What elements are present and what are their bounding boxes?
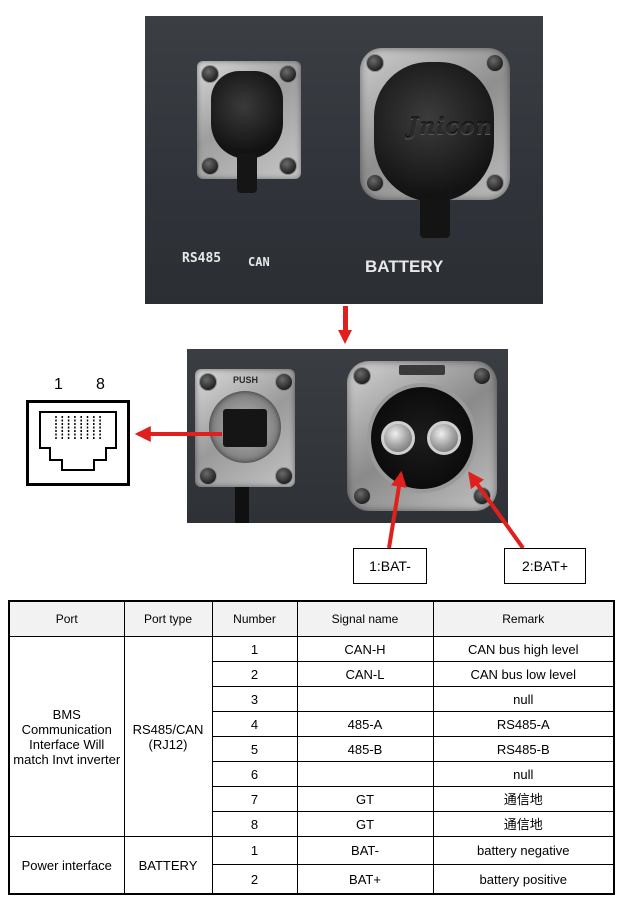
screw-icon xyxy=(366,174,384,192)
screw-icon xyxy=(279,65,297,83)
screw-icon xyxy=(201,157,219,175)
battery-cap-tab xyxy=(420,198,450,238)
callout-bat-plus: 2:BAT+ xyxy=(504,548,586,584)
screw-icon xyxy=(201,65,219,83)
screw-icon xyxy=(279,157,297,175)
cell-signal: BAT+ xyxy=(296,864,434,895)
cell-signal xyxy=(296,686,434,712)
cell-remark: 通信地 xyxy=(432,811,615,837)
cell-port: Power interface xyxy=(8,836,125,895)
ports-closeup-photo: PUSH xyxy=(187,349,508,523)
cell-port-type: BATTERY xyxy=(123,836,213,895)
screw-icon xyxy=(275,467,293,485)
table-row: 2 BAT+ battery positive xyxy=(9,864,615,895)
header-signal-name: Signal name xyxy=(296,600,434,637)
brand-plate xyxy=(399,365,445,375)
cell-signal: GT xyxy=(296,811,434,837)
header-port: Port xyxy=(8,600,125,637)
cell-signal: CAN-L xyxy=(296,661,434,687)
cell-signal: CAN-H xyxy=(296,636,434,662)
cell-remark: CAN bus low level xyxy=(432,661,615,687)
battery-port-open xyxy=(347,361,497,511)
pin-label-first: 1 xyxy=(54,376,63,393)
rj-port-dust-cap xyxy=(211,71,283,159)
cell-port-type: RS485/CAN (RJ12) xyxy=(123,636,213,837)
cell-remark: RS485-A xyxy=(432,711,615,737)
cap-brand-logo: Jnicon xyxy=(408,114,493,140)
cell-remark: CAN bus high level xyxy=(432,636,615,662)
down-arrow-icon xyxy=(338,306,352,344)
cell-number: 7 xyxy=(211,786,298,812)
screw-icon xyxy=(473,367,491,385)
rj-jack-outline-icon xyxy=(26,400,130,486)
cell-signal: GT xyxy=(296,786,434,812)
cell-remark: battery positive xyxy=(432,864,615,895)
cell-remark: battery negative xyxy=(432,835,615,866)
table-row: 5 485-B RS485-B xyxy=(9,736,615,762)
cell-number: 5 xyxy=(211,736,298,762)
rj-jack xyxy=(223,409,267,447)
cell-number: 1 xyxy=(211,835,298,866)
table-row: 2 CAN-L CAN bus low level xyxy=(9,661,615,687)
cell-remark: 通信地 xyxy=(432,786,615,812)
device-front-panel-photo: Jnicon RS485 CAN BATTERY xyxy=(145,16,543,304)
cell-number: 4 xyxy=(211,711,298,737)
rj-port-cap-strap xyxy=(237,153,257,193)
header-number: Number xyxy=(211,600,298,637)
table-row: Power interface BATTERY 1 BAT- battery n… xyxy=(8,835,615,895)
screw-icon xyxy=(353,367,371,385)
screw-icon xyxy=(366,54,384,72)
battery-port-capped: Jnicon xyxy=(360,48,510,238)
battery-pin-positive xyxy=(427,421,461,455)
cell-remark: null xyxy=(432,686,615,712)
screw-icon xyxy=(199,373,217,391)
port-spec-table: Port Port type Number Signal name Remark… xyxy=(8,600,615,895)
screw-icon xyxy=(473,487,491,505)
cell-number: 8 xyxy=(211,811,298,837)
cell-number: 2 xyxy=(211,864,298,895)
header-port-type: Port type xyxy=(123,600,213,637)
table-header-row: Port Port type Number Signal name Remark xyxy=(8,600,615,637)
cell-number: 1 xyxy=(211,636,298,662)
label-battery: BATTERY xyxy=(365,257,444,276)
table-row: 3 null xyxy=(9,686,615,712)
cell-port: BMS Communication Interface Will match I… xyxy=(8,636,125,837)
label-can: CAN xyxy=(248,255,270,269)
rj-port-open: PUSH xyxy=(195,369,295,523)
cell-number: 2 xyxy=(211,661,298,687)
cable xyxy=(235,487,249,523)
cell-signal: 485-A xyxy=(296,711,434,737)
rj12-pinout-diagram: 1 8 xyxy=(26,376,136,486)
screw-icon xyxy=(486,174,504,192)
pin-label-last: 8 xyxy=(96,376,105,393)
rj-port-capped xyxy=(197,61,301,193)
cell-number: 3 xyxy=(211,686,298,712)
cell-remark: RS485-B xyxy=(432,736,615,762)
screw-icon xyxy=(486,54,504,72)
cell-signal xyxy=(296,761,434,787)
screw-icon xyxy=(199,467,217,485)
table-row: 8 GT 通信地 xyxy=(9,811,615,837)
label-rs485: RS485 xyxy=(182,251,222,266)
table-row: BMS Communication Interface Will match I… xyxy=(8,636,615,837)
battery-pin-negative xyxy=(381,421,415,455)
header-remark: Remark xyxy=(432,600,615,637)
cell-number: 6 xyxy=(211,761,298,787)
screw-icon xyxy=(275,373,293,391)
screw-icon xyxy=(353,487,371,505)
cell-signal: 485-B xyxy=(296,736,434,762)
table-row: 4 485-A RS485-A xyxy=(9,711,615,737)
push-label: PUSH xyxy=(233,375,259,385)
table-row: 7 GT 通信地 xyxy=(9,786,615,812)
cell-signal: BAT- xyxy=(296,835,434,866)
callout-bat-minus: 1:BAT- xyxy=(353,548,427,584)
cell-remark: null xyxy=(432,761,615,787)
battery-port-dust-cap: Jnicon xyxy=(374,62,494,202)
